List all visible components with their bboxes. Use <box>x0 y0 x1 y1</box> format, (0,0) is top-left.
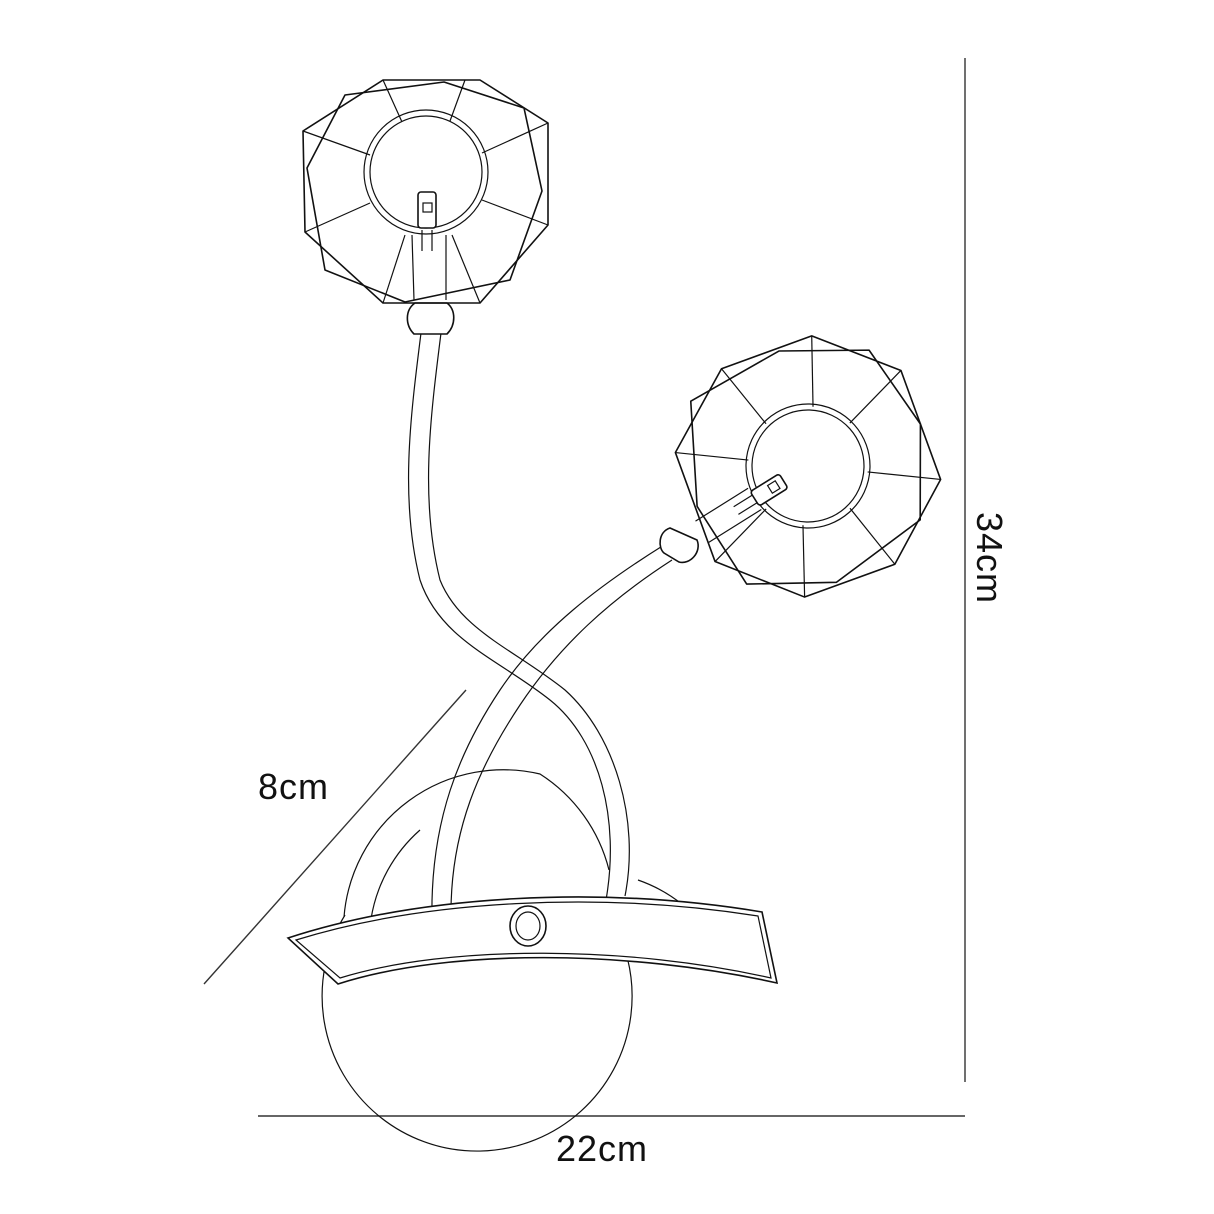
joint-upper-left <box>406 302 455 335</box>
shade-upper-left <box>302 79 549 304</box>
arm-upper-left <box>407 332 630 901</box>
height-dimension-label: 34cm <box>969 512 1010 605</box>
bulb-upper-left <box>417 191 437 229</box>
depth-dimension-label: 8cm <box>258 766 330 807</box>
bulb-right <box>750 474 788 506</box>
wall-plate <box>321 769 684 1152</box>
shade-right <box>674 335 942 598</box>
arm-right <box>431 544 673 921</box>
mounting-screw-inner <box>515 911 541 941</box>
width-dimension-label: 22cm <box>556 1128 649 1169</box>
mounting-bar <box>286 896 779 985</box>
joint-right <box>659 527 699 564</box>
depth-dimension-line <box>203 689 467 985</box>
